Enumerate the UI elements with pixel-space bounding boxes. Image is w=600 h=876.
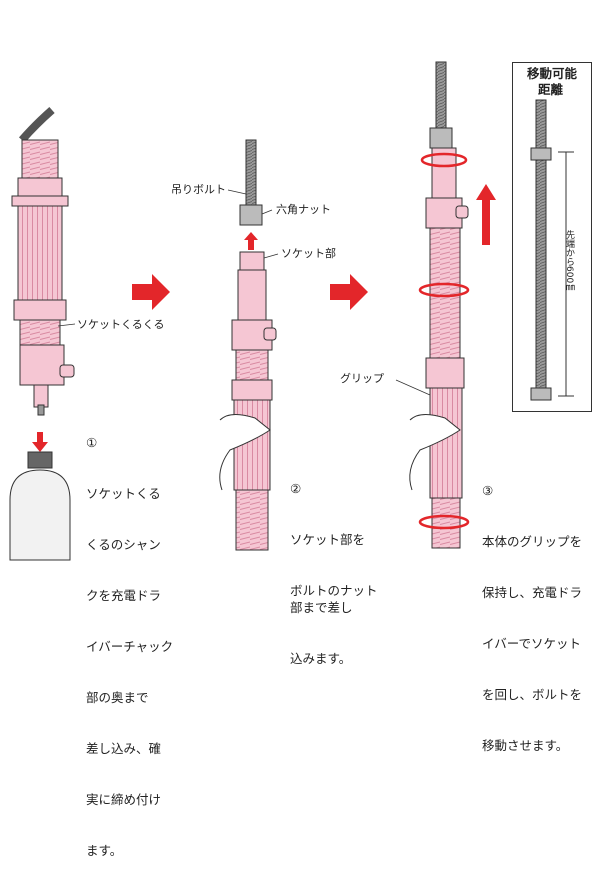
- range-box-subtitle: 距離: [538, 82, 564, 97]
- label-socket-bu: ソケット部: [281, 247, 336, 260]
- step3-text: ③ 本体のグリップを 保持し、充電ドラ イバーでソケット を回し、ボルトを 移動…: [482, 448, 582, 771]
- range-box-bolt: [530, 99, 574, 401]
- next-arrow-1: [132, 274, 170, 310]
- step2-line: ソケット部を: [290, 532, 366, 547]
- label-tsuri-bolt: 吊りボルト: [171, 183, 226, 196]
- step1-line: イバーチャック: [86, 639, 174, 654]
- hanging-bolt-step3: [429, 61, 453, 149]
- step3-line: 本体のグリップを: [482, 534, 583, 549]
- step1-line: クを充電ドラ: [86, 588, 162, 603]
- step1-line: くるのシャン: [86, 537, 161, 552]
- step1-line: 実に締め付け: [86, 792, 162, 807]
- movable-range-box: [512, 62, 592, 412]
- drill-chuck: [9, 451, 71, 561]
- step3-number: ③: [482, 483, 494, 498]
- range-length-label: 先端から600㎜: [564, 230, 574, 293]
- label-rokkaku-nut: 六角ナット: [276, 203, 331, 216]
- range-box-title: 移動可能: [526, 66, 577, 81]
- label-grip: グリップ: [340, 372, 384, 385]
- leader-lines: [57, 189, 431, 396]
- rotation-arrows-step3: [418, 152, 470, 530]
- step2-number: ②: [290, 481, 302, 496]
- hanging-bolt-step2: [239, 139, 263, 226]
- up-arrow-step2: [244, 232, 258, 250]
- step1-line: ます。: [86, 843, 123, 858]
- step1-line: 部の奥まで: [86, 690, 149, 705]
- step1-text: ① ソケットくる くるのシャン クを充電ドラ イバーチャック 部の奥まで 差し込…: [86, 400, 173, 876]
- step3-line: イバーでソケット: [482, 636, 582, 651]
- label-socket-kurukuru: ソケットくるくる: [77, 318, 165, 331]
- next-arrow-2: [330, 274, 368, 310]
- down-arrow-step1: [32, 432, 48, 452]
- step2-line: 込みます。: [290, 651, 352, 666]
- step1-number: ①: [86, 435, 98, 450]
- step3-line: を回し、ボルトを: [482, 687, 583, 702]
- step3-line: 移動させます。: [482, 738, 569, 753]
- tool-step2: [219, 251, 277, 551]
- step2-line: ボルトのナット部まで差し: [290, 583, 378, 615]
- step2-text: ② ソケット部を ボルトのナット部まで差し 込みます。: [290, 446, 380, 684]
- step1-line: 差し込み、確: [86, 741, 162, 756]
- tool-step1: [11, 107, 75, 416]
- tool-step3: [409, 147, 469, 549]
- up-arrow-step3: [476, 184, 496, 245]
- step3-line: 保持し、充電ドラ: [482, 585, 583, 600]
- step1-line: ソケットくる: [86, 486, 161, 501]
- illustration-canvas: [9, 61, 574, 561]
